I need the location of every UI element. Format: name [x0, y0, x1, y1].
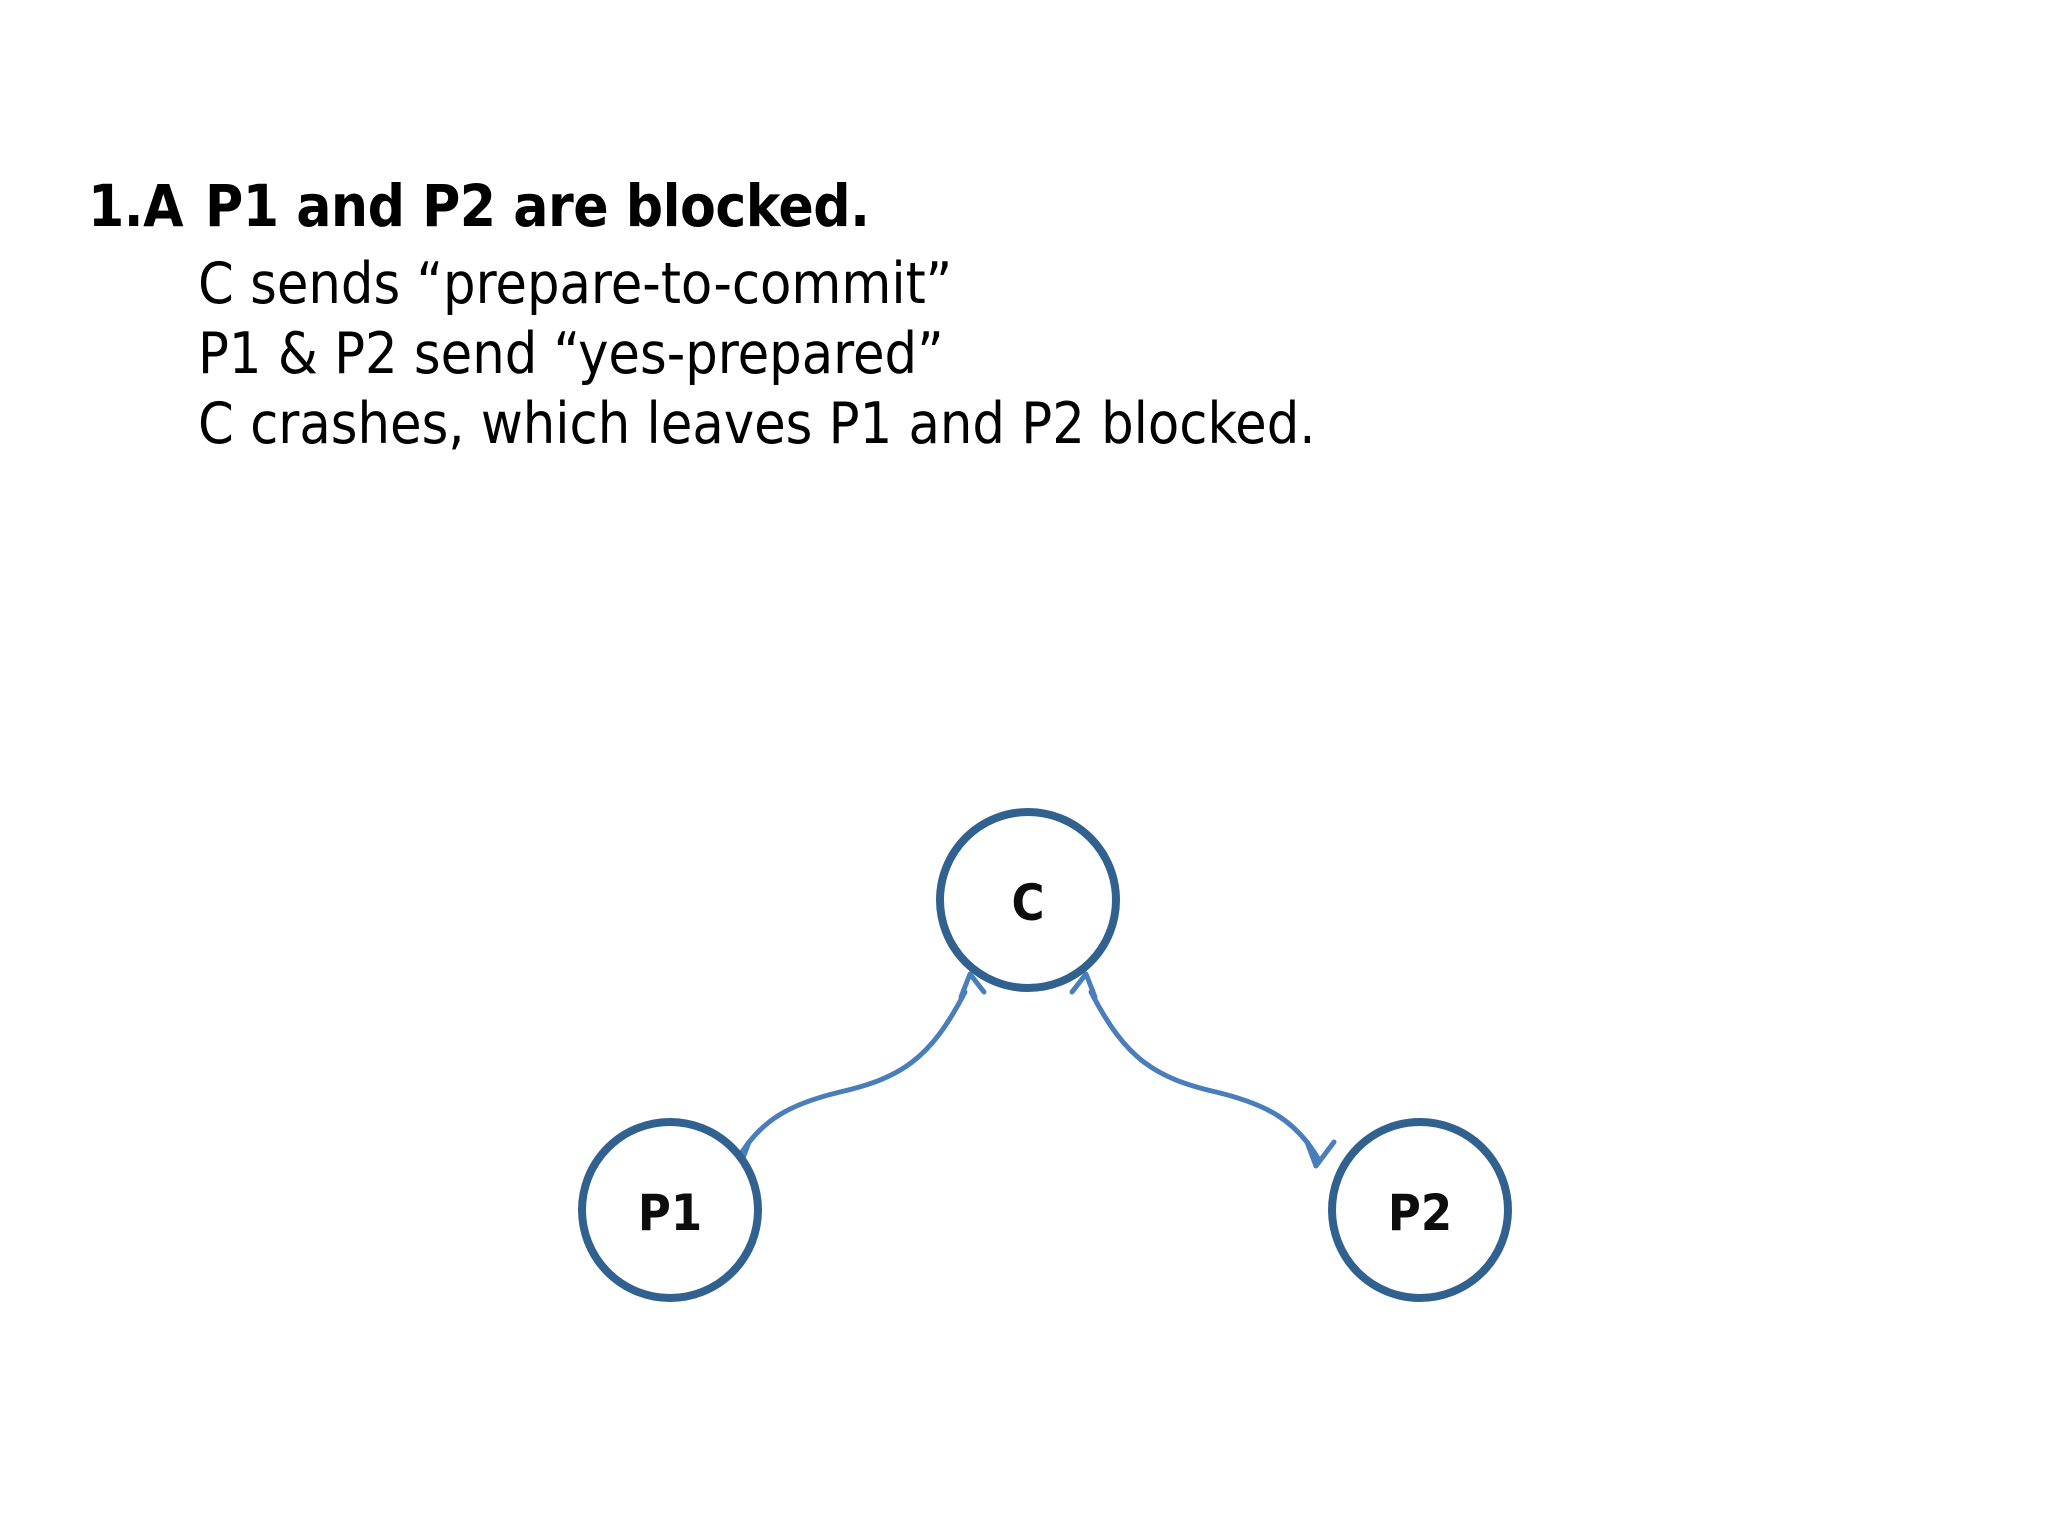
- body-line-1: C sends “prepare-to-commit”: [198, 250, 953, 317]
- body-line-2: P1 & P2 send “yes-prepared”: [198, 321, 944, 388]
- slide-text-block: 1.A P1 and P2 are blocked. C sends “prepa…: [88, 175, 1688, 463]
- edge-c-p2-path: [1088, 989, 1322, 1163]
- node-p1-circle[interactable]: [578, 1118, 762, 1302]
- page-title: 1.A P1 and P2 are blocked.: [88, 175, 1688, 238]
- node-p1[interactable]: P1: [578, 1118, 762, 1302]
- edge-c-p2: [1069, 971, 1337, 1169]
- edge-c-p2-arrowhead-p2: [1304, 1139, 1337, 1169]
- node-c[interactable]: C: [936, 808, 1120, 992]
- heading-number: 1.A: [88, 172, 184, 240]
- node-p2-label: P2: [1388, 1184, 1452, 1242]
- heading-text: P1 and P2 are blocked.: [205, 172, 870, 240]
- edge-c-p1-path: [734, 989, 968, 1163]
- node-c-circle[interactable]: [936, 808, 1120, 992]
- node-p1-label: P1: [638, 1184, 702, 1242]
- node-p2[interactable]: P2: [1328, 1118, 1512, 1302]
- node-p2-circle[interactable]: [1328, 1118, 1512, 1302]
- body-line-3: C crashes, which leaves P1 and P2 blocke…: [198, 391, 1316, 458]
- edge-c-p1: [719, 971, 987, 1169]
- node-c-label: C: [1011, 874, 1044, 932]
